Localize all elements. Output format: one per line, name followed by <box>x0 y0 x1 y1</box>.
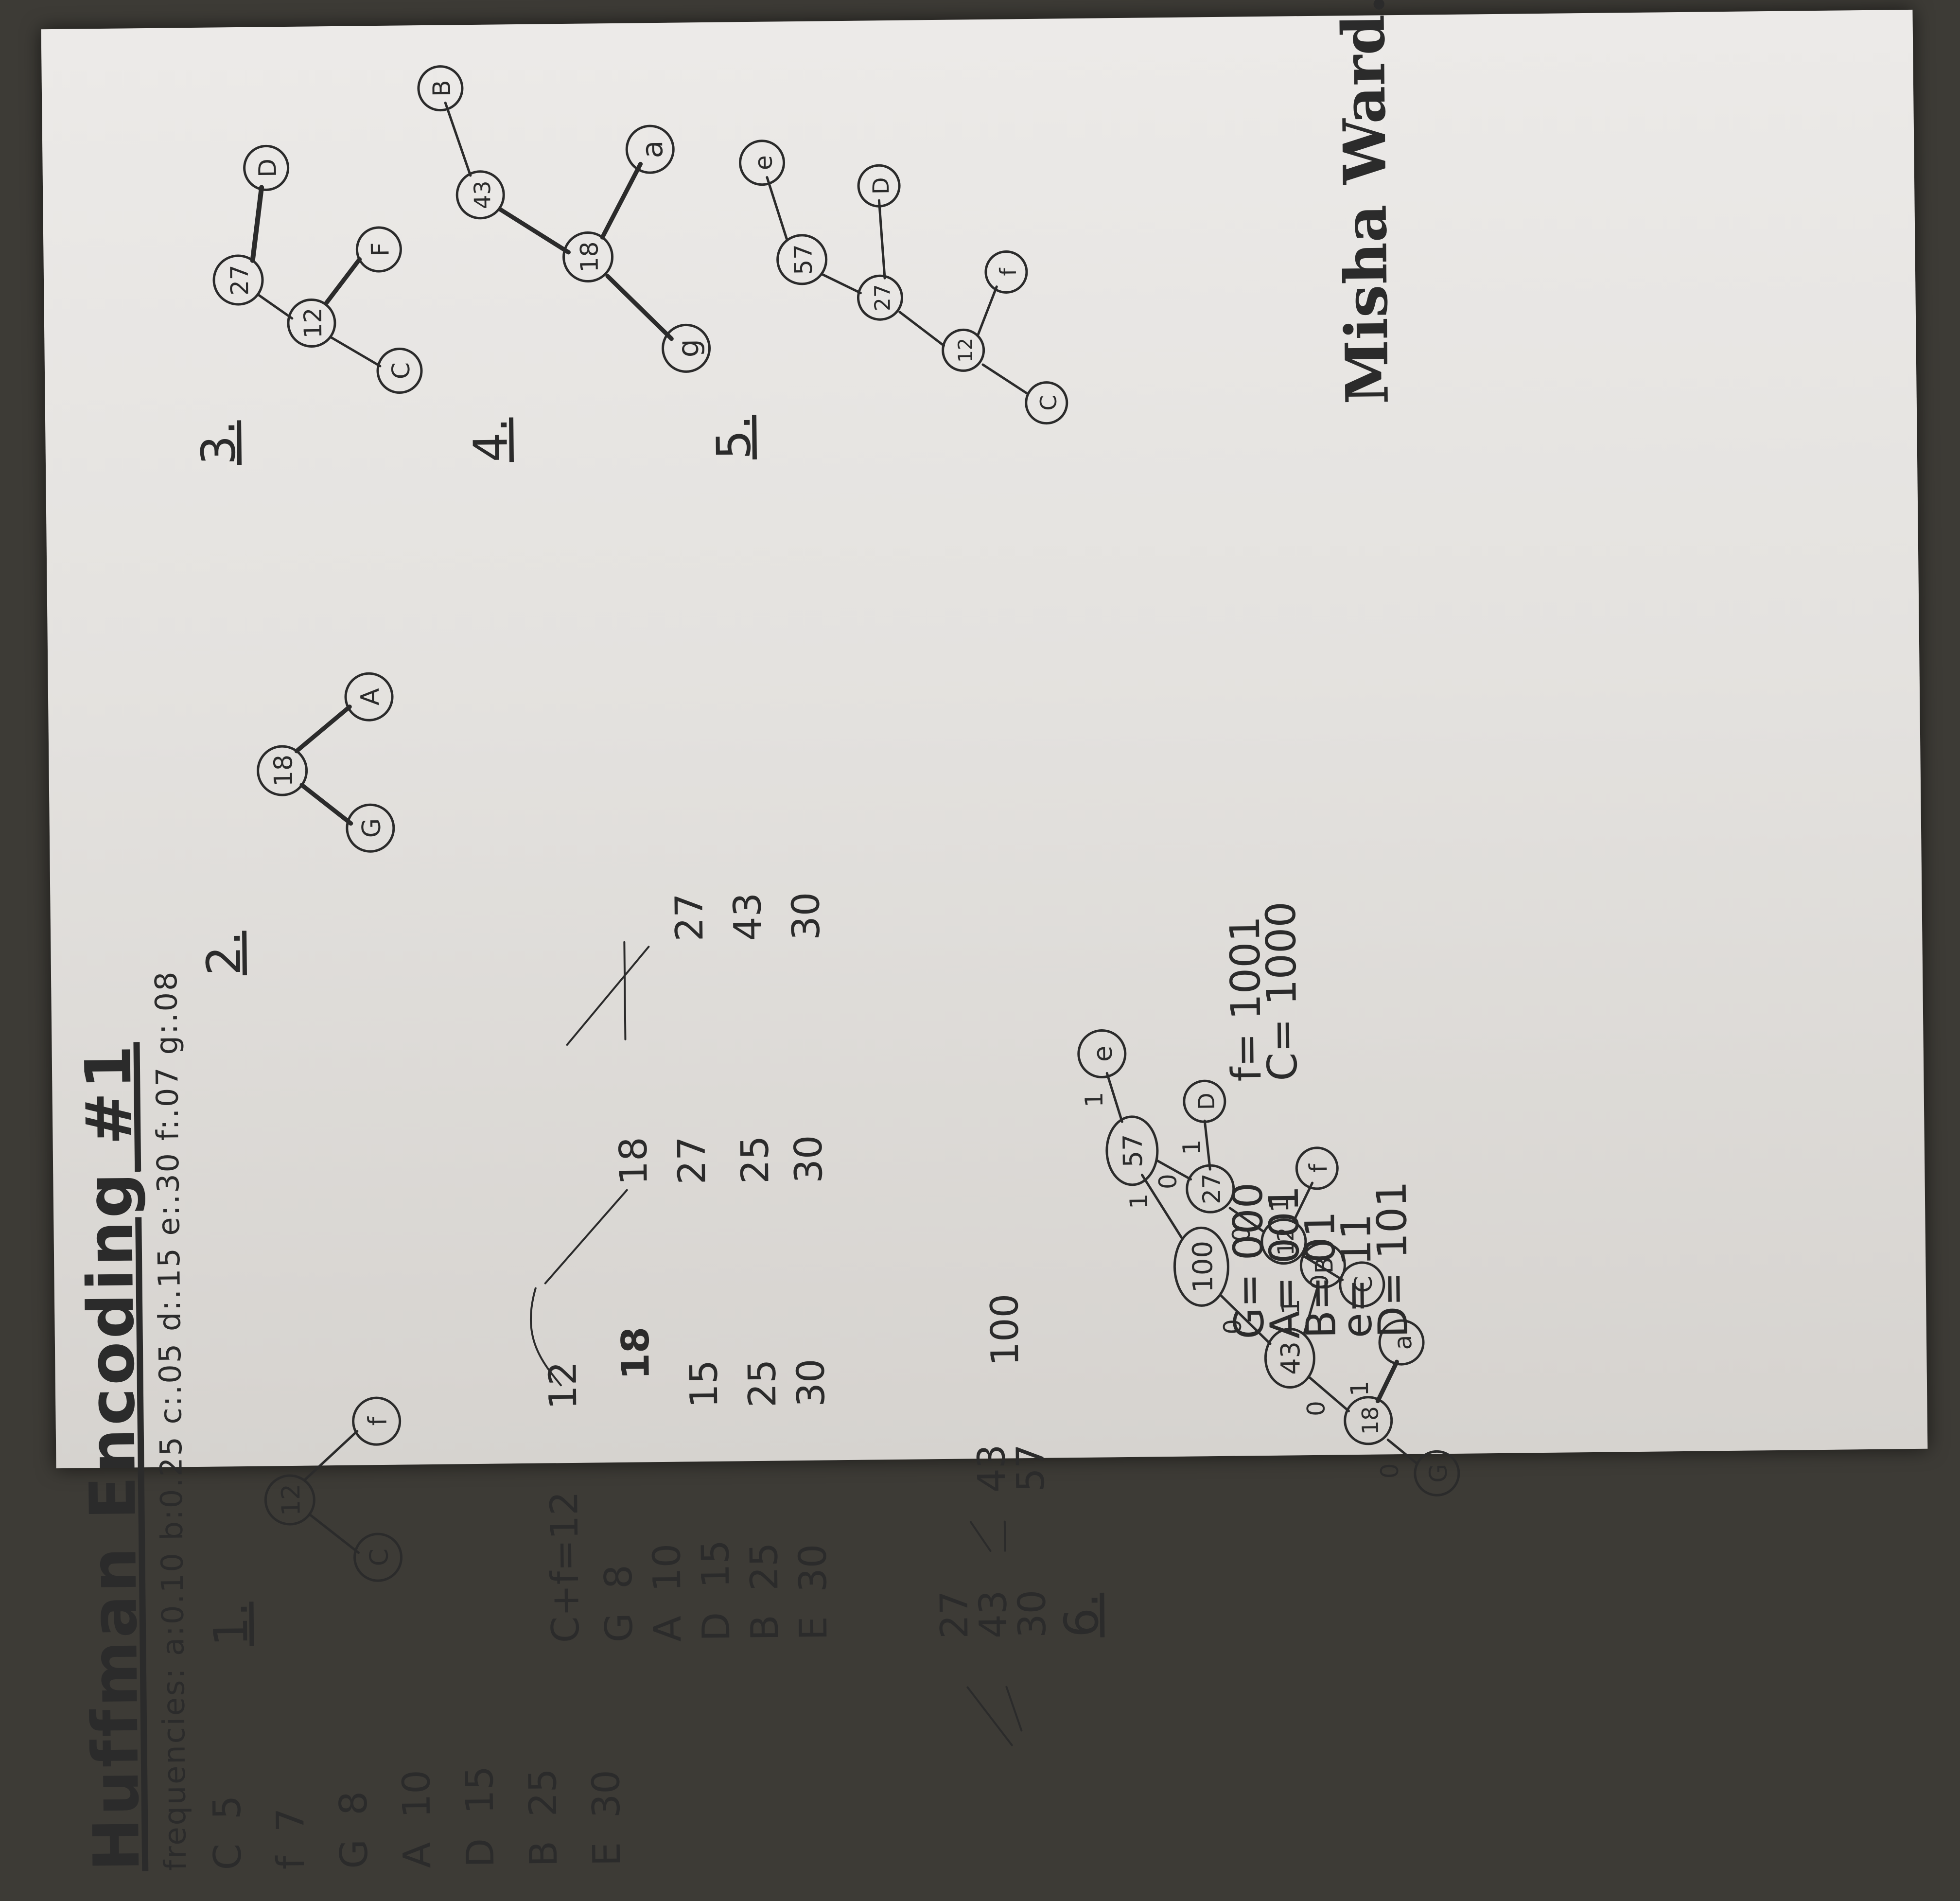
svg-text:57: 57 <box>789 244 818 275</box>
table-cell: 43 <box>971 1590 1016 1639</box>
svg-text:D: D <box>1193 1092 1220 1110</box>
table-cell: 43 <box>970 1444 1015 1493</box>
svg-text:27: 27 <box>226 264 254 296</box>
sheet-content: Huffman Encoding #1 frequencies: a:0.10 … <box>41 0 1500 1901</box>
table-cell: B 25 <box>742 1542 788 1641</box>
svg-text:0: 0 <box>1154 1174 1182 1189</box>
table-cell: D 15 <box>694 1539 739 1642</box>
svg-text:B: B <box>1310 1257 1338 1274</box>
node-c-label: C <box>365 1549 394 1567</box>
table-cell: 25 <box>740 1359 785 1408</box>
node-f-label: f <box>364 1416 393 1426</box>
table-cell: 30 <box>789 1358 834 1408</box>
step5-tree: 57 e 27 D 12 C f <box>739 140 1068 425</box>
svg-text:C: C <box>387 362 415 380</box>
svg-text:1: 1 <box>1125 1194 1153 1209</box>
table-cell: 12 <box>541 1361 586 1410</box>
step4-tree: 43 B 18 g a <box>417 65 711 373</box>
table-cell: 100 <box>982 1293 1028 1367</box>
svg-text:e: e <box>749 155 777 170</box>
svg-text:27: 27 <box>1197 1173 1226 1204</box>
code-line: C= 1000 <box>1257 901 1307 1082</box>
svg-text:12: 12 <box>299 307 328 338</box>
signature: Misha Ward. <box>1329 0 1402 405</box>
node-12-label: 12 <box>277 1484 306 1516</box>
svg-text:F: F <box>366 242 394 256</box>
table-cell: 30 <box>784 892 829 941</box>
table-cell: 18 <box>612 1136 656 1186</box>
table-cell: 30 <box>1010 1589 1055 1638</box>
svg-text:1: 1 <box>1178 1139 1206 1155</box>
svg-text:18: 18 <box>575 241 604 272</box>
svg-text:12: 12 <box>954 338 977 363</box>
table-cell: E 30 <box>791 1544 836 1641</box>
svg-text:1: 1 <box>1266 1197 1294 1213</box>
svg-text:B: B <box>428 80 456 97</box>
node-g-label: G <box>357 818 386 838</box>
node-f <box>352 1396 402 1446</box>
table-cell: 27 <box>670 1136 715 1185</box>
table-cell: 30 <box>787 1135 831 1184</box>
table-cell: 18 <box>613 1326 658 1380</box>
svg-text:1: 1 <box>1346 1381 1374 1396</box>
table-cell: G 8 <box>596 1564 642 1643</box>
svg-text:0: 0 <box>1302 1401 1330 1416</box>
final-tree: 100 0 43 1 57 0 18 1 B <box>1077 1029 1460 1496</box>
svg-text:C: C <box>1035 395 1062 411</box>
svg-text:e: e <box>1087 1046 1118 1062</box>
svg-text:0: 0 <box>1219 1319 1247 1335</box>
table-cell: C+f=12 <box>542 1491 588 1643</box>
table-cell: 25 <box>733 1135 778 1184</box>
paper-sheet: Huffman Encoding #1 frequencies: a:0.10 … <box>41 0 1928 1872</box>
table-cell: A 10 <box>645 1543 690 1642</box>
svg-text:27: 27 <box>870 284 895 312</box>
svg-text:0: 0 <box>1306 1274 1334 1290</box>
table-cell: 15 <box>682 1359 727 1408</box>
svg-text:1: 1 <box>1277 1299 1305 1314</box>
code-line: D= 101 <box>1367 1180 1417 1338</box>
svg-text:1: 1 <box>1080 1092 1108 1108</box>
node-18-label: 18 <box>269 755 298 787</box>
table-cell: 43 <box>726 892 770 941</box>
trees-svg: 12 C f 18 G A 27 <box>212 65 1460 1746</box>
svg-text:G: G <box>1424 1464 1452 1483</box>
svg-text:D: D <box>868 177 894 194</box>
svg-text:f: f <box>995 267 1021 276</box>
svg-text:0: 0 <box>1227 1226 1256 1242</box>
svg-text:43: 43 <box>1275 1341 1306 1375</box>
svg-text:0: 0 <box>1376 1463 1404 1479</box>
svg-text:f: f <box>1304 1163 1332 1173</box>
step2-tree: 18 G A <box>257 672 395 853</box>
svg-text:g: g <box>671 339 705 358</box>
svg-text:18: 18 <box>1357 1406 1383 1435</box>
step1-tree: 12 C f <box>264 1396 403 1582</box>
svg-text:a: a <box>635 140 669 158</box>
table-cell: 27 <box>932 1590 977 1639</box>
step3-tree: 27 12 D C F <box>212 144 423 394</box>
node-a-label: A <box>356 688 385 706</box>
svg-text:C: C <box>1349 1276 1378 1293</box>
table-cell: 57 <box>1009 1443 1053 1493</box>
svg-text:57: 57 <box>1118 1134 1149 1167</box>
svg-text:D: D <box>253 158 281 177</box>
svg-text:12: 12 <box>1273 1227 1299 1256</box>
table-cell: 27 <box>667 893 712 942</box>
final-root: 100 <box>1187 1241 1219 1293</box>
svg-text:43: 43 <box>469 180 496 209</box>
svg-text:a: a <box>1389 1335 1417 1350</box>
